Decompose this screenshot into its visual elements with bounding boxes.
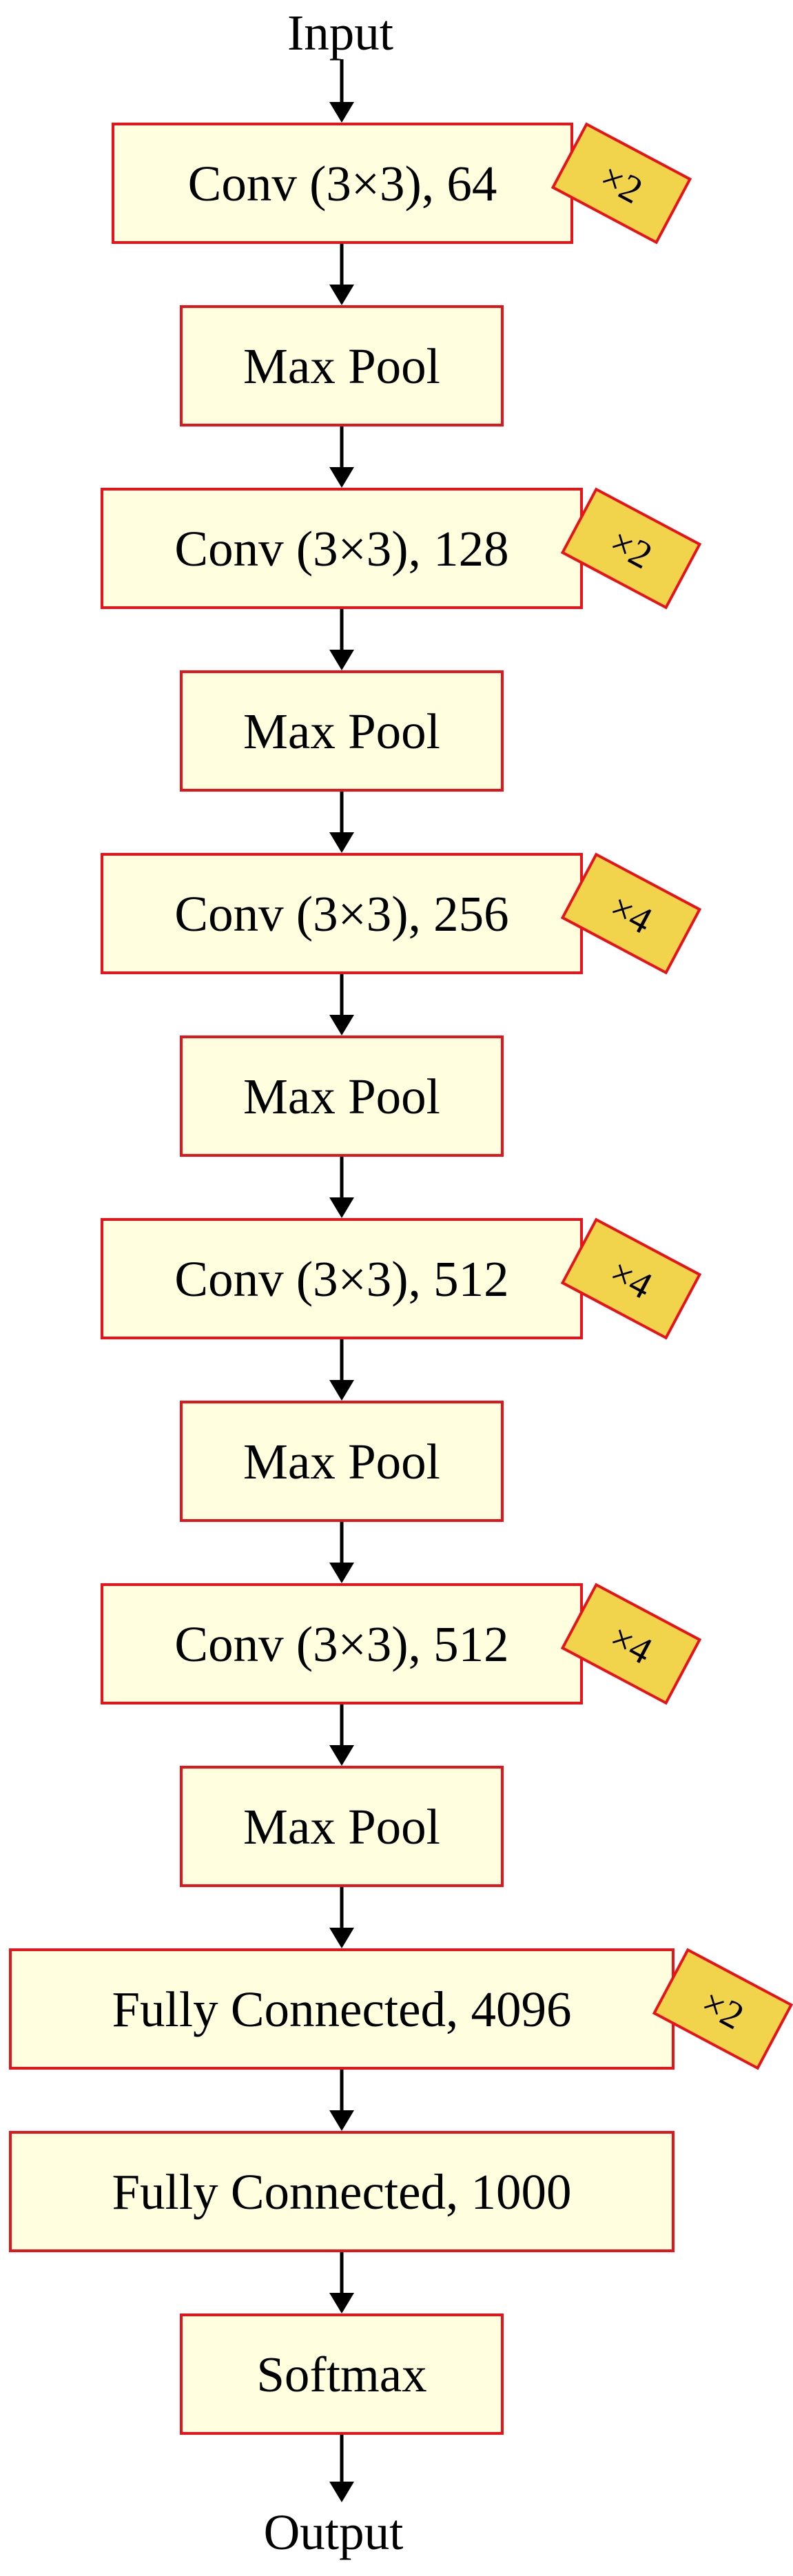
layer-label: Conv (3×3), 128: [174, 521, 508, 577]
repeat-badge-box: [652, 1948, 793, 2070]
repeat-badge-box: [560, 852, 702, 975]
layer-label: Max Pool: [243, 1069, 440, 1124]
arrow-5-head: [329, 1015, 354, 1035]
layer-label: Conv (3×3), 512: [174, 1251, 508, 1307]
arrow-8-head: [329, 1563, 354, 1583]
layer-box: [101, 1583, 583, 1704]
repeat-badges: ×2 ×2 ×4 ×4 ×4 ×2: [550, 122, 793, 2070]
layer-box: [101, 1218, 583, 1339]
layer-box: [180, 1766, 504, 1887]
layer-label: Max Pool: [243, 703, 440, 759]
output-label: Output: [264, 2504, 404, 2560]
arrow-6-head: [329, 1197, 354, 1218]
layer-box: [101, 853, 583, 974]
layer-box: [180, 305, 504, 426]
arrow-2-head: [329, 467, 354, 488]
repeat-badge-box: [560, 1217, 702, 1340]
layer-box: [180, 670, 504, 792]
layer-box: [101, 488, 583, 609]
arrow-7-head: [329, 1380, 354, 1401]
repeat-badge: ×2: [560, 487, 702, 610]
arrow-12-head: [329, 2293, 354, 2314]
arrow-1-head: [329, 285, 354, 305]
arrow-output-head: [329, 2482, 354, 2502]
layer-box: [112, 123, 573, 244]
layer-label: Fully Connected, 4096: [112, 1981, 571, 2037]
arrow-11-head: [329, 2110, 354, 2131]
layer-box: [180, 1035, 504, 1157]
repeat-badge-box: [560, 487, 702, 610]
arrow-0-head: [329, 102, 354, 123]
layer-box: [180, 1401, 504, 1522]
flow-arrows: [329, 59, 354, 2502]
repeat-badge-box: [560, 1583, 702, 1705]
repeat-badge-box: [550, 122, 692, 245]
layer-label: Max Pool: [243, 1434, 440, 1490]
layer-label: Max Pool: [243, 1799, 440, 1855]
arrow-4-head: [329, 832, 354, 853]
layer-label: Max Pool: [243, 338, 440, 394]
layer-label: Conv (3×3), 256: [174, 886, 508, 942]
layer-box: [180, 2314, 504, 2435]
input-label: Input: [287, 5, 393, 61]
arrow-9-head: [329, 1745, 354, 1766]
arrow-3-head: [329, 650, 354, 670]
layer-box: [9, 2131, 674, 2252]
repeat-badge: ×4: [560, 1217, 702, 1340]
layer-label: Fully Connected, 1000: [112, 2164, 571, 2220]
layer-label: Conv (3×3), 512: [174, 1616, 508, 1672]
repeat-badge: ×2: [550, 122, 692, 245]
layer-label: Conv (3×3), 64: [188, 156, 497, 212]
repeat-badge: ×4: [560, 1583, 702, 1705]
layer-label: Softmax: [256, 2347, 426, 2402]
layer-box: [9, 1948, 674, 2070]
arrow-10-head: [329, 1928, 354, 1948]
repeat-badge: ×4: [560, 852, 702, 975]
repeat-badge: ×2: [652, 1948, 793, 2070]
